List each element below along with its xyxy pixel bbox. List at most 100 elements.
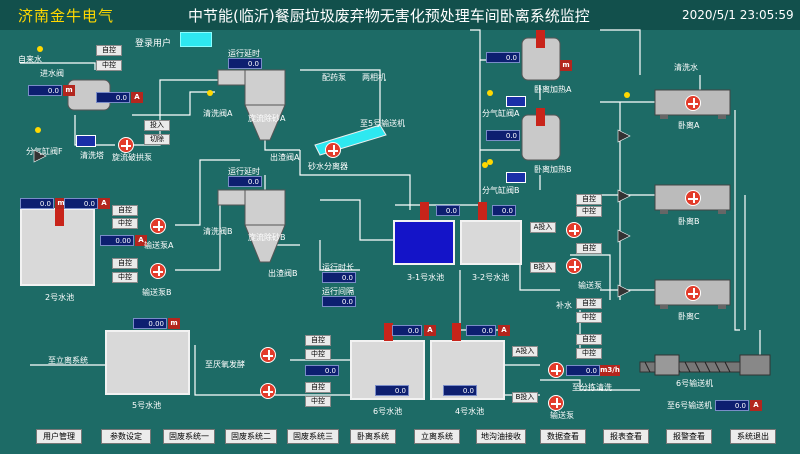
pool4-current: 0.0 xyxy=(466,325,496,336)
conveyor6-current-unit: A xyxy=(750,400,762,411)
flow-unit: m3/h xyxy=(600,365,620,376)
vortex-pump-label: 旋流破拱泵 xyxy=(112,153,152,162)
pool31-label: 3-1号水池 xyxy=(407,273,445,282)
pool-a-in-button[interactable]: A投入 xyxy=(512,346,538,357)
vortex-current-unit: A xyxy=(131,92,143,103)
outlet-valve-b-label: 出渣阀B xyxy=(268,269,298,278)
makeup-manual-button[interactable]: 中控 xyxy=(576,312,602,323)
a-in-button[interactable]: A投入 xyxy=(530,222,556,233)
pool4-label: 4号水池 xyxy=(455,407,485,416)
pool6-current: 0.0 xyxy=(392,325,422,336)
feed-manual-button[interactable]: 中控 xyxy=(96,60,122,71)
flow-display: 0.0 xyxy=(566,365,600,376)
nav-system-exit[interactable]: 系统退出 xyxy=(730,429,776,444)
nav-solid-waste-3[interactable]: 固废系统三 xyxy=(287,429,339,444)
pool32-mixer[interactable] xyxy=(478,202,487,220)
pool-b-in-button[interactable]: B投入 xyxy=(512,392,538,403)
pool2-level-display: 0.0 xyxy=(20,198,54,209)
pool-3-2 xyxy=(460,220,522,265)
transfer-pump-a[interactable] xyxy=(150,218,166,234)
anaerobic-a-display: 0.0 xyxy=(305,365,339,376)
pool32-current: 0.0 xyxy=(492,205,516,216)
wash-tower-label: 清洗塔 xyxy=(80,151,104,160)
sep-heat-b-label: 卧离加热B xyxy=(534,165,572,174)
nav-solid-waste-2[interactable]: 固废系统二 xyxy=(225,429,277,444)
nav-solid-waste-1[interactable]: 固废系统一 xyxy=(163,429,215,444)
pool4-mixer[interactable] xyxy=(452,323,461,341)
sep-heat-a-label: 卧离加热A xyxy=(534,85,572,94)
anaerobic-a-auto-button[interactable]: 自控 xyxy=(305,335,331,346)
sand-b-label: 旋流除砂B xyxy=(248,233,286,242)
b-in-button[interactable]: B投入 xyxy=(530,262,556,273)
nav-gutter-oil[interactable]: 地沟油接收 xyxy=(476,429,526,444)
title-bar xyxy=(0,0,800,30)
delivery-pump-label: 输送泵 xyxy=(578,281,602,290)
login-user-field[interactable] xyxy=(180,32,212,47)
heat-b-mixer[interactable] xyxy=(536,108,545,126)
run-delay-a-display: 0.0 xyxy=(228,58,262,69)
feed-auto-button[interactable]: 自控 xyxy=(96,45,122,56)
pool2-mixer[interactable] xyxy=(55,208,64,226)
pool31-current: 0.0 xyxy=(436,205,460,216)
wash-valve-a-label: 清洗阀A xyxy=(203,109,233,118)
vortex-cut-in-button[interactable]: 投入 xyxy=(144,120,170,131)
sep-a-label: 卧离A xyxy=(678,121,700,130)
pool6-label: 6号水池 xyxy=(373,407,403,416)
conveyor6-current: 0.0 xyxy=(715,400,749,411)
sand-a-label: 旋流除砂A xyxy=(248,114,286,123)
delivery-pump-a[interactable] xyxy=(566,222,582,238)
pool-3-1 xyxy=(393,220,455,265)
feed-level-unit: m xyxy=(63,85,75,96)
sorting-pump-b[interactable] xyxy=(548,395,564,411)
vortex-cut-out-button[interactable]: 切除 xyxy=(144,134,170,145)
pump-a-auto-button[interactable]: 自控 xyxy=(112,205,138,216)
delivery-a-auto-button[interactable]: 自控 xyxy=(576,194,602,205)
delivery-pump-b[interactable] xyxy=(566,258,582,274)
centrifuge-b-motor[interactable] xyxy=(685,190,701,206)
heat-a-level-unit: m xyxy=(560,60,572,71)
anaerobic-pump-b[interactable] xyxy=(260,383,276,399)
anaerobic-b-manual-button[interactable]: 中控 xyxy=(305,396,331,407)
tap-water-label: 自来水 xyxy=(18,55,42,64)
pool31-mixer[interactable] xyxy=(420,202,429,220)
nav-report-view[interactable]: 报表查看 xyxy=(603,429,649,444)
pump-b-auto-button[interactable]: 自控 xyxy=(112,258,138,269)
pool6-mixer[interactable] xyxy=(384,323,393,341)
anaerobic-a-manual-button[interactable]: 中控 xyxy=(305,349,331,360)
pump-a-current-display: 0.00 xyxy=(100,235,134,246)
pool5-level-unit: m xyxy=(168,318,180,329)
transfer-pump-b[interactable] xyxy=(150,263,166,279)
wash-tower xyxy=(76,135,96,147)
vortex-pump[interactable] xyxy=(118,137,134,153)
steam-trap-a xyxy=(506,96,526,107)
wash-valve-b-label: 清洗阀B xyxy=(203,227,233,236)
sorting-auto-button[interactable]: 自控 xyxy=(576,334,602,345)
centrifuge-a-motor[interactable] xyxy=(685,95,701,111)
to-vertical-label: 至立离系统 xyxy=(48,356,88,365)
anaerobic-b-auto-button[interactable]: 自控 xyxy=(305,382,331,393)
anaerobic-pump-a[interactable] xyxy=(260,347,276,363)
sand-separator-motor[interactable] xyxy=(325,142,341,158)
centrifuge-c-motor[interactable] xyxy=(685,285,701,301)
run-delay-b-display: 0.0 xyxy=(228,176,262,187)
nav-alarm-view[interactable]: 报警查看 xyxy=(666,429,712,444)
split-valve-a-label: 分气缸阀A xyxy=(482,109,520,118)
delivery-a-manual-button[interactable]: 中控 xyxy=(576,206,602,217)
pump-b-manual-button[interactable]: 中控 xyxy=(112,272,138,283)
nav-user-management[interactable]: 用户管理 xyxy=(36,429,82,444)
pool2-level-unit: m xyxy=(55,198,67,209)
pump-a-manual-button[interactable]: 中控 xyxy=(112,218,138,229)
sorting-manual-button[interactable]: 中控 xyxy=(576,348,602,359)
heat-a-mixer[interactable] xyxy=(536,30,545,48)
nav-parameter-settings[interactable]: 参数设定 xyxy=(101,429,151,444)
delivery-b-auto-button[interactable]: 自控 xyxy=(576,243,602,254)
makeup-auto-button[interactable]: 自控 xyxy=(576,298,602,309)
nav-data-view[interactable]: 数据查看 xyxy=(540,429,586,444)
outlet-valve-a-label: 出渣阀A xyxy=(270,153,300,162)
sorting-pump-label: 输送泵 xyxy=(550,411,574,420)
nav-horizontal-separator[interactable]: 卧离系统 xyxy=(350,429,396,444)
sorting-pump-a[interactable] xyxy=(548,362,564,378)
pool32-label: 3-2号水池 xyxy=(472,273,510,282)
nav-vertical-separator[interactable]: 立离系统 xyxy=(414,429,460,444)
